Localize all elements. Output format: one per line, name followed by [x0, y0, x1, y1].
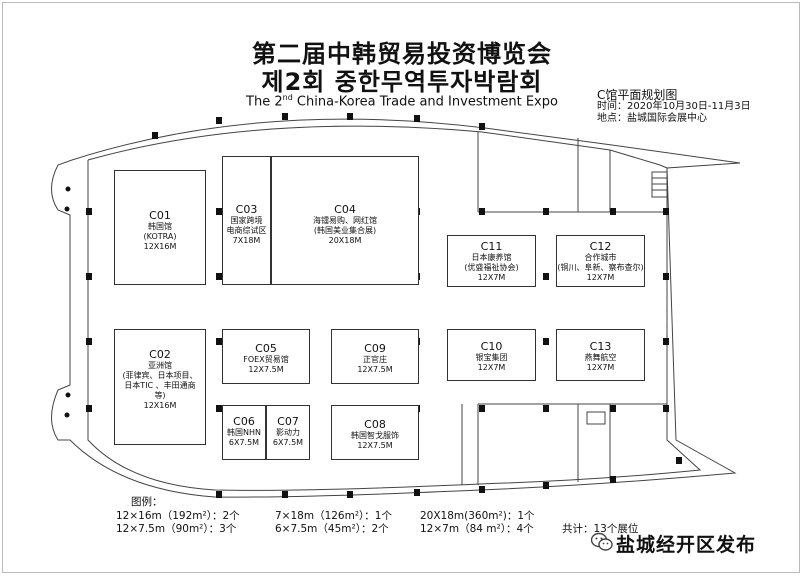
booth-name: 国家跨境 电商综试区: [226, 216, 267, 235]
booth-code: C07: [277, 415, 299, 428]
booth-c12[interactable]: C12 合作城市 (铜川、阜新、察布查尔) 12X7M: [556, 235, 645, 287]
booth-c03[interactable]: C03 国家跨境 电商综试区 7X18M: [222, 156, 271, 285]
booth-name: 韩国智戈服饰: [351, 431, 399, 440]
booth-name: 亚洲馆 (菲律宾、日本项目、日本TIC 、丰田通商等): [122, 361, 198, 400]
booth-c13[interactable]: C13 燕舞航空 12X7M: [556, 329, 645, 381]
booth-name: 合作城市 (铜川、阜新、察布查尔): [557, 253, 644, 272]
booth-c08[interactable]: C08 韩国智戈服饰 12X7.5M: [331, 405, 419, 460]
legend-item: 7×18m（126m²）：1个: [275, 510, 392, 522]
booth-size: 12X7M: [586, 273, 615, 282]
booth-code: C09: [364, 342, 386, 355]
booth-c06[interactable]: C06 韩国NHN 6X7.5M: [222, 405, 266, 460]
booth-code: C01: [149, 209, 171, 222]
booth-c04[interactable]: C04 海镭易购、网红馆 (韩国美业集合展) 20X18M: [271, 156, 419, 285]
booth-size: 12X7M: [477, 273, 506, 282]
booth-size: 12X7.5M: [248, 365, 284, 374]
booth-name: 日本康养馆 (优盛福祉协会): [464, 253, 519, 272]
booth-code: C02: [149, 348, 171, 361]
booth-c10[interactable]: C10 银宝集团 12X7M: [447, 329, 536, 381]
plan-time: 时间：2020年10月30日-11月3日: [597, 101, 751, 112]
booth-name: 韩国馆 (KOTRA): [143, 222, 177, 241]
booth-size: 6X7.5M: [228, 438, 260, 447]
booth-c02[interactable]: C02 亚洲馆 (菲律宾、日本项目、日本TIC 、丰田通商等) 12X16M: [114, 329, 206, 445]
booth-code: C05: [255, 342, 277, 355]
legend-title: 图例：: [131, 496, 163, 508]
booth-code: C13: [589, 340, 612, 353]
booth-c05[interactable]: C05 FOEX贸易馆 12X7.5M: [222, 329, 310, 384]
booth-code: C03: [235, 203, 258, 216]
booth-size: 12X7.5M: [357, 441, 393, 450]
booth-code: C10: [480, 340, 503, 353]
booth-name: 海镭易购、网红馆 (韩国美业集合展): [313, 216, 377, 235]
booth-size: 12X7M: [586, 363, 615, 372]
title-english: The 2nd China-Korea Trade and Investment…: [246, 93, 558, 110]
booth-code: C04: [334, 203, 356, 216]
booth-code: C08: [364, 418, 386, 431]
booth-size: 12X7M: [477, 363, 506, 372]
plan-title: C馆平面规划图: [597, 88, 678, 102]
legend-total: 共计：13个展位: [562, 523, 639, 535]
booth-code: C12: [589, 240, 612, 253]
watermark-text: 盐城经开区发布: [616, 534, 757, 556]
title-chinese: 第二届中韩贸易投资博览会: [252, 40, 552, 68]
booth-name: 影动力: [276, 428, 300, 437]
booth-size: 20X18M: [328, 236, 362, 245]
booth-size: 12X16M: [143, 401, 177, 410]
booth-size: 12X7.5M: [357, 365, 393, 374]
wechat-icon: [591, 532, 613, 551]
booth-name: FOEX贸易馆: [243, 355, 289, 364]
legend-item: 12×7.5m（90m²）：3个: [116, 523, 237, 535]
booth-code: C11: [480, 240, 503, 253]
booth-size: 12X16M: [143, 242, 177, 251]
legend-item: 12×16m（192m²）：2个: [116, 510, 240, 522]
booth-name: 银宝集团: [475, 353, 508, 362]
booth-code: C06: [233, 415, 255, 428]
booth-name: 韩国NHN: [227, 428, 261, 437]
booth-name: 燕舞航空: [584, 353, 617, 362]
plan-location: 地点：盐城国际会展中心: [597, 113, 707, 124]
legend-item: 12×7m（84 m²）：4个: [420, 523, 534, 535]
booth-size: 6X7.5M: [272, 438, 304, 447]
booth-c07[interactable]: C07 影动力 6X7.5M: [266, 405, 310, 460]
booth-c01[interactable]: C01 韩国馆 (KOTRA) 12X16M: [114, 170, 206, 285]
booth-size: 7X18M: [232, 236, 261, 245]
legend-item: 6×7.5m（45m²）：2个: [275, 523, 389, 535]
title-korean: 제2회 중한무역투자박람회: [261, 68, 543, 96]
booth-name: 正官庄: [363, 355, 387, 364]
booth-c11[interactable]: C11 日本康养馆 (优盛福祉协会) 12X7M: [447, 235, 536, 287]
booth-c09[interactable]: C09 正官庄 12X7.5M: [331, 329, 419, 384]
legend-item: 20X18m(360m²)：1个: [420, 510, 535, 522]
